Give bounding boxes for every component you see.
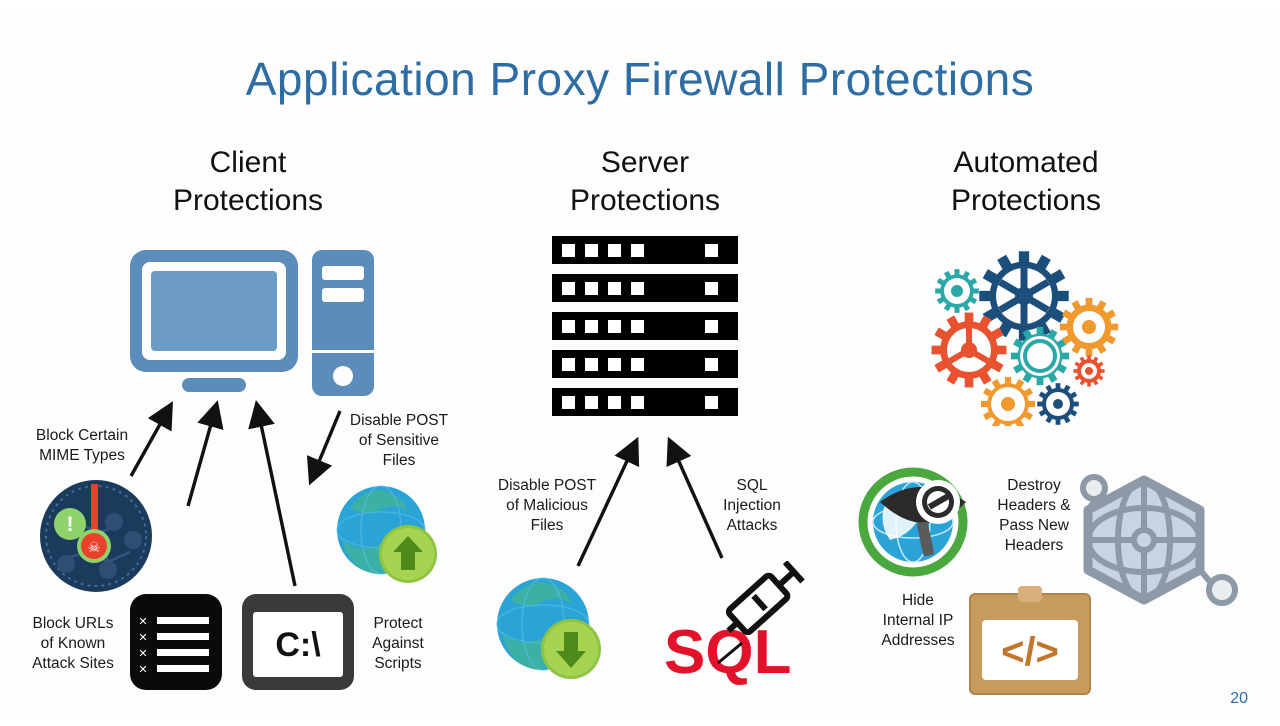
- svg-text:✕: ✕: [138, 616, 147, 628]
- label-disable-post-sensitive: Disable POST of Sensitive Files: [349, 412, 449, 469]
- column-heading-automated: Automated Protections: [950, 146, 1102, 217]
- svg-text:✕: ✕: [138, 648, 147, 660]
- command-prompt-text: C:\: [275, 626, 321, 664]
- column-heading-client: Client Protections: [172, 146, 324, 217]
- blocked-list-icon: ✕ ✕ ✕ ✕: [130, 594, 222, 690]
- globe-download-icon: [496, 577, 601, 679]
- label-block-urls: Block URLs of Known Attack Sites: [32, 615, 114, 672]
- command-prompt-icon: C:\: [242, 594, 354, 690]
- label-disable-post-malicious: Disable POST of Malicious Files: [497, 477, 597, 534]
- svg-text:☠: ☠: [88, 539, 101, 555]
- page-number: 20: [1230, 690, 1248, 707]
- svg-text:✕: ✕: [138, 664, 147, 676]
- label-sql-injection: SQL Injection Attacks: [723, 477, 781, 534]
- globe-upload-icon: [336, 485, 437, 583]
- svg-text:✕: ✕: [138, 632, 147, 644]
- sql-syringe-icon: SQL: [664, 561, 805, 687]
- network-hexagon-icon: [1080, 474, 1238, 606]
- code-package-icon: </>: [969, 586, 1091, 695]
- label-protect-scripts: Protect Against Scripts: [372, 615, 424, 672]
- network-threat-icon: ☠ !: [40, 480, 152, 592]
- label-hide-internal-ip: Hide Internal IP Addresses: [881, 592, 955, 649]
- page-title: Application Proxy Firewall Protections: [245, 53, 1035, 105]
- hidden-globe-eye-icon: [858, 467, 968, 577]
- desktop-computer-icon: [130, 250, 374, 396]
- gears-cluster-icon: [931, 251, 1119, 426]
- slide-top-border: [0, 6, 1280, 14]
- server-rack-icon: [552, 236, 738, 416]
- slide-bottom-border: [0, 718, 1280, 726]
- code-text: </>: [1001, 630, 1059, 674]
- column-heading-server: Server Protections: [569, 146, 721, 217]
- label-destroy-headers: Destroy Headers & Pass New Headers: [997, 477, 1071, 554]
- label-block-mime-types: Block Certain MIME Types: [35, 427, 129, 464]
- svg-text:!: !: [67, 513, 74, 536]
